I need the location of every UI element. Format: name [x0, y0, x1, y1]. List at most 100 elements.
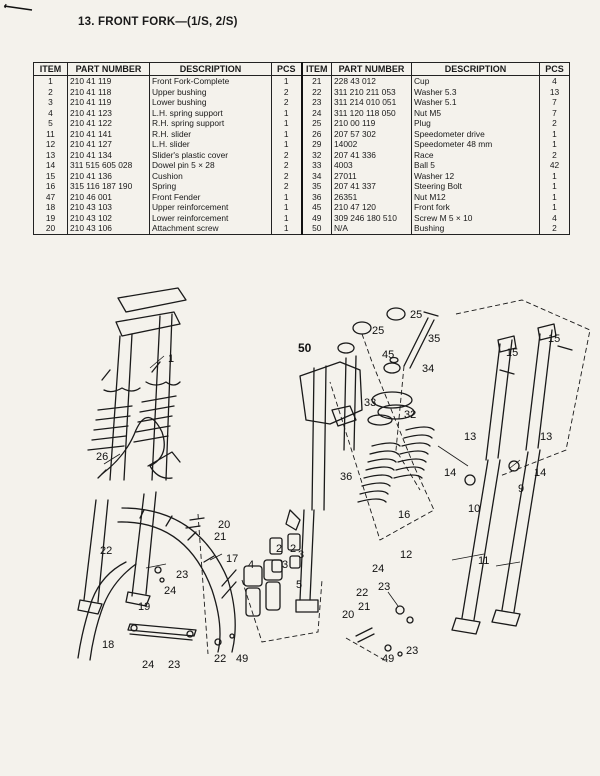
callout-label: 20: [218, 519, 230, 531]
cell-part-number: 207 57 302: [331, 128, 412, 139]
cell-description: Screw M 5 × 10: [411, 212, 540, 223]
callout-label: 14: [534, 467, 546, 479]
callout-label: 23: [168, 659, 180, 671]
cell-part-number: 311 120 118 050: [331, 107, 412, 118]
cell-description: L.H. spring support: [149, 107, 272, 118]
cell-pcs: 2: [539, 118, 570, 129]
cell-pcs: 1: [539, 128, 570, 139]
cell-item: 45: [300, 202, 332, 213]
callout-label: 17: [226, 553, 238, 565]
cell-part-number: 210 43 106: [67, 223, 150, 235]
cell-item: 24: [300, 107, 332, 118]
callout-label: 21: [214, 531, 226, 543]
cell-item: 22: [300, 86, 332, 97]
cell-pcs: 1: [271, 107, 302, 118]
cell-pcs: 1: [539, 191, 570, 202]
cell-description: Front Fender: [149, 191, 272, 202]
cell-description: Dowel pin 5 × 28: [149, 160, 272, 171]
cell-pcs: 1: [539, 139, 570, 150]
cell-description: Upper reinforcement: [149, 202, 272, 213]
cell-part-number: 210 46 001: [67, 191, 150, 202]
cell-item: 36: [300, 191, 332, 202]
cell-pcs: 42: [539, 160, 570, 171]
callout-label: 33: [364, 397, 376, 409]
table-header-row: ITEM PART NUMBER DESCRIPTION PCS ITEM PA…: [33, 62, 570, 76]
callout-label: 13: [464, 431, 476, 443]
cell-item: 14: [33, 160, 68, 171]
cell-description: Slider's plastic cover: [149, 149, 272, 160]
callout-label: 9: [518, 483, 524, 495]
cell-part-number: 207 41 337: [331, 181, 412, 192]
cell-description: Bushing: [411, 223, 540, 235]
callout-label: 11: [478, 555, 489, 567]
callout-label: 36: [340, 471, 352, 483]
callout-label: 19: [138, 601, 150, 613]
cell-item: 13: [33, 149, 68, 160]
callout-label: 2: [276, 543, 282, 555]
cell-pcs: 2: [271, 170, 302, 181]
cell-item: 5: [33, 118, 68, 129]
cell-description: Plug: [411, 118, 540, 129]
cell-part-number: 27011: [331, 170, 412, 181]
cell-part-number: 210 47 120: [331, 202, 412, 213]
cell-pcs: 2: [271, 97, 302, 108]
cell-description: Nut M5: [411, 107, 540, 118]
cell-item: 21: [300, 75, 332, 87]
callout-label: 14: [444, 467, 456, 479]
callout-label: 34: [422, 363, 434, 375]
cell-part-number: 309 246 180 510: [331, 212, 412, 223]
cell-pcs: 2: [271, 86, 302, 97]
cell-pcs: 1: [271, 202, 302, 213]
callout-label: 32: [404, 409, 416, 421]
callout-label: 23: [406, 645, 418, 657]
callout-label: 23: [176, 569, 188, 581]
callout-label: 24: [164, 585, 176, 597]
cell-part-number: 14002: [331, 139, 412, 150]
cell-item: 23: [300, 97, 332, 108]
cell-pcs: 1: [271, 139, 302, 150]
callout-label: 22: [214, 653, 226, 665]
cell-part-number: 210 41 136: [67, 170, 150, 181]
cell-item: 20: [33, 223, 68, 235]
header-pcs: PCS: [271, 62, 302, 76]
cell-part-number: 311 214 010 051: [331, 97, 412, 108]
cell-description: Front fork: [411, 202, 540, 213]
cell-item: 18: [33, 202, 68, 213]
cell-description: Lower bushing: [149, 97, 272, 108]
cell-part-number: 207 41 336: [331, 149, 412, 160]
callout-label: 26: [96, 451, 108, 463]
cell-pcs: 1: [271, 128, 302, 139]
cell-part-number: 315 116 187 190: [67, 181, 150, 192]
header-part-number: PART NUMBER: [331, 62, 412, 76]
cell-item: 32: [300, 149, 332, 160]
cell-item: 35: [300, 181, 332, 192]
cell-pcs: 1: [271, 118, 302, 129]
cell-pcs: 1: [271, 75, 302, 87]
cell-pcs: 2: [539, 149, 570, 160]
cell-pcs: 2: [271, 160, 302, 171]
header-pcs: PCS: [539, 62, 570, 76]
header-description: DESCRIPTION: [149, 62, 272, 76]
cell-description: Cup: [411, 75, 540, 87]
cell-description: Washer 5.1: [411, 97, 540, 108]
callout-label: 49: [236, 653, 248, 665]
cell-item: 4: [33, 107, 68, 118]
cell-item: 15: [33, 170, 68, 181]
callout-label: 25: [372, 325, 384, 337]
cell-pcs: 4: [539, 212, 570, 223]
cell-part-number: 210 41 119: [67, 75, 150, 87]
cell-part-number: 210 00 119: [331, 118, 412, 129]
callout-label: 3: [298, 549, 304, 561]
